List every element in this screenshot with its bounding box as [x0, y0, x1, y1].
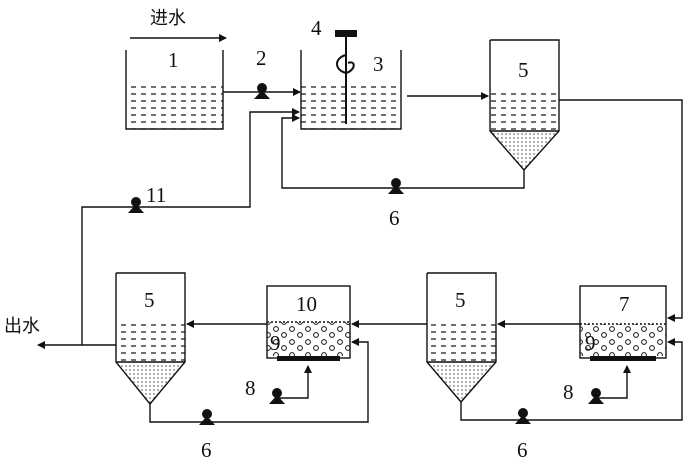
- settling-tank-5-left: [115, 272, 186, 406]
- pipe-settler-to-reactor7: [559, 99, 683, 322]
- label-5-top: 5: [518, 58, 529, 82]
- raw-water-tank-1: [125, 50, 224, 130]
- label-5-left: 5: [144, 288, 155, 312]
- label-6-left: 6: [201, 438, 212, 462]
- aerator-8-reactor7-icon: [588, 388, 604, 404]
- label-6-middle: 6: [517, 438, 528, 462]
- pump-6-top-icon: [388, 178, 404, 194]
- label-10: 10: [296, 292, 317, 316]
- label-4: 4: [311, 16, 322, 40]
- reactor-10: [266, 285, 351, 361]
- outlet-label: 出水: [4, 316, 40, 337]
- label-7: 7: [619, 292, 630, 316]
- settling-tank-5-middle: [426, 272, 497, 404]
- label-3: 3: [373, 52, 384, 76]
- stirrer-4: [335, 30, 357, 124]
- pump-6-middle-icon: [515, 408, 531, 424]
- label-6-top: 6: [389, 206, 400, 230]
- reactor-7: [579, 285, 667, 361]
- pipe-sludge-return-top: [281, 114, 525, 189]
- pipe-aeration-reactor10: [277, 365, 312, 399]
- pipe-recirculation-11: [81, 108, 300, 345]
- pump-2-icon: [254, 83, 270, 99]
- pump-6-left-icon: [199, 409, 215, 425]
- mixing-tank-3: [300, 50, 402, 130]
- label-8-right: 8: [563, 380, 574, 404]
- label-8-left: 8: [245, 376, 256, 400]
- settling-tank-5-top: [489, 39, 560, 172]
- label-5-middle: 5: [455, 288, 466, 312]
- label-11: 11: [146, 183, 167, 207]
- pipe-sludge-return-middle: [460, 338, 683, 421]
- label-9-left: 9: [270, 331, 281, 355]
- pipe-sludge-return-left: [149, 338, 369, 423]
- inlet-label: 进水: [150, 8, 186, 29]
- pump-11-icon: [128, 197, 144, 213]
- label-9-right: 9: [585, 331, 596, 355]
- label-2: 2: [256, 46, 267, 70]
- aerator-8-reactor10-icon: [269, 388, 285, 404]
- pipe-aeration-reactor7: [596, 365, 631, 399]
- label-1: 1: [168, 48, 179, 72]
